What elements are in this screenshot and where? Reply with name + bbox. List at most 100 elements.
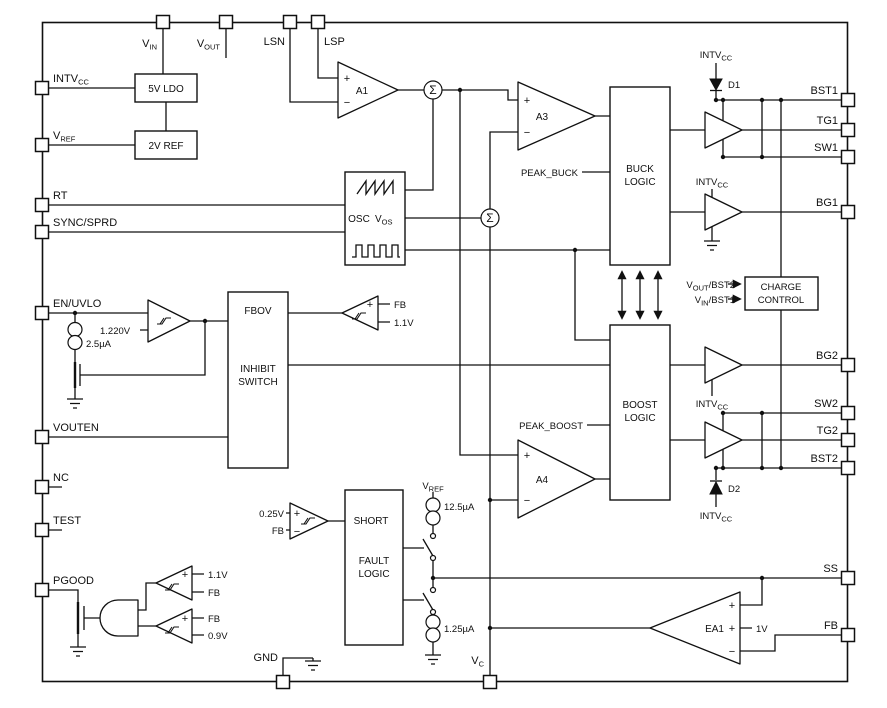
pin-vouten: VOUTEN <box>34 422 99 445</box>
pin-lsn: LSN <box>264 14 298 48</box>
fb-label: FB <box>208 614 220 625</box>
svg-text:NC: NC <box>53 472 69 484</box>
pin-vin: VIN <box>142 14 171 52</box>
pin-pgood: PGOOD <box>34 575 94 598</box>
block-charge-control: CHARGE CONTROL <box>744 276 819 311</box>
pin-vout: VOUT <box>197 14 234 52</box>
svg-text:FAULT: FAULT <box>359 556 389 567</box>
fb-label: FB <box>272 526 284 537</box>
sigma-sign: Σ <box>429 83 436 97</box>
pin-sw2: SW2 <box>814 398 856 421</box>
fbov-comparator: + <box>341 295 379 331</box>
plus-sign: + <box>344 73 350 85</box>
svg-text:LOGIC: LOGIC <box>624 413 655 424</box>
plus-sign: + <box>182 613 188 625</box>
svg-text:LOGIC: LOGIC <box>358 569 389 580</box>
short-comparator: + − <box>289 502 329 540</box>
svg-text:BST1: BST1 <box>810 85 838 97</box>
svg-text:TG1: TG1 <box>817 115 838 127</box>
svg-text:LSN: LSN <box>264 36 285 48</box>
svg-text:A1: A1 <box>356 86 369 97</box>
intvcc-label: INTVCC <box>696 399 729 412</box>
pin-sw1: SW1 <box>814 142 856 165</box>
svg-text:BST2: BST2 <box>810 453 838 465</box>
pin-vref: VREF <box>34 130 76 153</box>
en-uvlo-comparator <box>147 299 191 343</box>
pin-rt: RT <box>34 190 68 213</box>
fbov-threshold-label: 1.1V <box>394 318 414 329</box>
plus-sign: + <box>729 623 735 635</box>
intvcc-label: INTVCC <box>696 177 729 190</box>
gate-driver-tg2 <box>704 421 743 459</box>
pin-tg2: TG2 <box>817 425 856 448</box>
gate-driver-bg1 <box>704 193 743 231</box>
intvcc-label: INTVCC <box>700 50 733 63</box>
plus-sign: + <box>182 569 188 581</box>
svg-text:LOGIC: LOGIC <box>624 177 655 188</box>
wires <box>49 29 841 675</box>
svg-text:SW2: SW2 <box>814 398 838 410</box>
svg-text:CONTROL: CONTROL <box>758 295 804 306</box>
amp-a4: A4 + − <box>517 439 596 519</box>
svg-text:RT: RT <box>53 190 68 202</box>
annotations: PEAK_BUCK PEAK_BOOST INTVCC INTVCC INTVC… <box>86 50 768 642</box>
minus-sign: − <box>729 646 735 658</box>
pgood-low-threshold-label: 0.9V <box>208 631 228 642</box>
block-5v-ldo: 5V LDO <box>134 73 198 103</box>
svg-text:FBOV: FBOV <box>244 306 272 317</box>
block-label: 5V LDO <box>148 84 184 95</box>
svg-text:FB: FB <box>824 620 838 632</box>
fb-label: FB <box>394 300 406 311</box>
gate-driver-tg1 <box>704 111 743 149</box>
svg-text:VC: VC <box>471 655 484 669</box>
svg-text:BG2: BG2 <box>816 350 838 362</box>
block-boost-logic: BOOST LOGIC <box>609 324 671 501</box>
pgood-high-threshold-label: 1.1V <box>208 570 228 581</box>
pin-en-uvlo: EN/UVLO <box>34 298 102 321</box>
svg-text:EN/UVLO: EN/UVLO <box>53 298 102 310</box>
vos-label: VOS <box>375 214 393 227</box>
block-2v-ref: 2V REF <box>134 130 198 160</box>
intvcc-label: INTVCC <box>700 511 733 524</box>
svg-text:TG2: TG2 <box>817 425 838 437</box>
svg-text:LSP: LSP <box>324 36 345 48</box>
ss-discharge-current-label: 1.25µA <box>444 624 475 635</box>
pin-bg2: BG2 <box>816 350 856 373</box>
pin-ss: SS <box>823 563 856 586</box>
fb-label: FB <box>208 588 220 599</box>
pgood-and-gate <box>99 599 139 637</box>
block-buck-logic: BUCK LOGIC <box>609 86 671 266</box>
block-label: OSC <box>348 214 370 225</box>
svg-text:PGOOD: PGOOD <box>53 575 94 587</box>
sawtooth-waveform-icon <box>356 178 394 197</box>
junction-dots <box>72 87 784 631</box>
squarewave-icon <box>352 244 400 258</box>
plus-sign: + <box>367 299 373 311</box>
ea1-reference-label: 1V <box>756 624 768 635</box>
diode-d2: D2 <box>709 480 740 495</box>
minus-sign: − <box>344 97 350 109</box>
pin-gnd: GND <box>254 652 291 690</box>
pin-bst2: BST2 <box>810 453 856 476</box>
amp-a3: A3 + − <box>517 81 596 151</box>
svg-text:A4: A4 <box>536 475 549 486</box>
svg-text:VOUT: VOUT <box>197 38 221 52</box>
error-amp-ea1: EA1 + + − <box>649 591 741 665</box>
block-fbov-inhibit-switch: FBOV INHIBIT SWITCH <box>227 291 289 469</box>
svg-text:VIN: VIN <box>142 38 157 52</box>
peak-boost-label: PEAK_BOOST <box>519 421 583 432</box>
vout-bst2-label: VOUT/BST2 <box>686 280 735 293</box>
diode-d1: D1 <box>709 78 740 92</box>
peak-buck-label: PEAK_BUCK <box>521 168 579 179</box>
block-fault-logic: SHORT FAULT LOGIC <box>344 489 404 646</box>
pin-bst1: BST1 <box>810 85 856 108</box>
pin-nc: NC <box>34 472 69 495</box>
svg-text:GND: GND <box>254 652 279 664</box>
summing-node-2: Σ <box>480 208 500 228</box>
plus-sign: + <box>294 508 300 520</box>
short-threshold-label: 0.25V <box>259 509 284 520</box>
vin-bst1-label: VIN/BST1 <box>695 295 735 308</box>
svg-text:EA1: EA1 <box>705 624 724 635</box>
svg-text:TEST: TEST <box>53 515 81 527</box>
svg-text:SHORT: SHORT <box>354 516 389 527</box>
